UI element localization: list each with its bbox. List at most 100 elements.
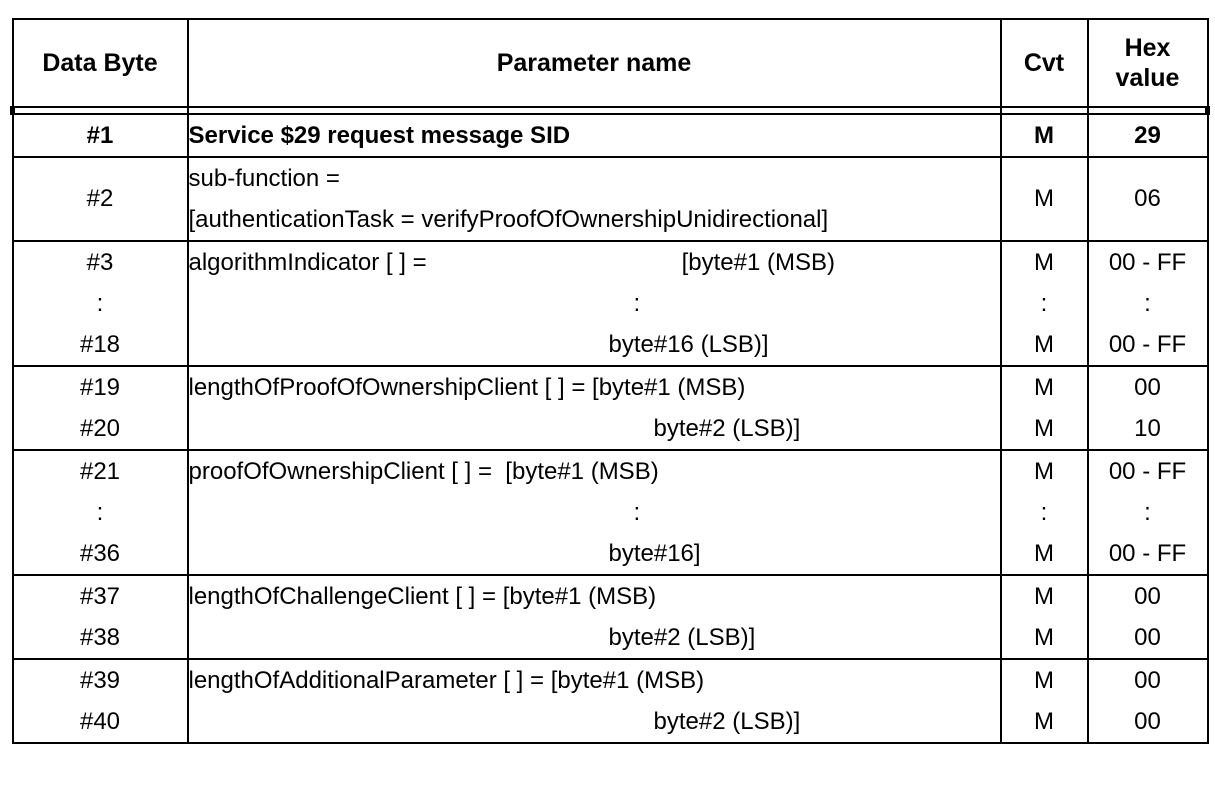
parameter-line: Service $29 request message SID: [188, 122, 571, 149]
cell-hex-value: 00 10: [1086, 365, 1209, 451]
data-byte-line: #20: [79, 415, 121, 442]
data-byte-line: #38: [79, 624, 121, 651]
uds-service-29-request-table: Data Byte Parameter name Cvt Hex value: [10, 18, 1210, 744]
cvt-continuation-dots: :: [1040, 499, 1048, 526]
cell-cvt: M: [999, 113, 1089, 158]
header-double-rule-seg-4: [1086, 106, 1210, 115]
parameter-byte-last: byte#16]: [608, 540, 701, 567]
header-double-rule-seg-2: [186, 106, 1002, 115]
parameter-byte-last: byte#2 (LSB)]: [653, 708, 801, 735]
cell-hex-value: 29: [1086, 113, 1209, 158]
hex-line: 00 - FF: [1108, 458, 1187, 485]
table-row: #37 #38 lengthOfChallengeClient [ ] = [b…: [11, 574, 1209, 660]
parameter-line: proofOfOwnershipClient [ ] = [byte#1 (MS…: [188, 458, 659, 485]
hex-line: 00: [1134, 667, 1161, 694]
hex-continuation-dots: :: [1144, 290, 1151, 317]
data-byte-line: #19: [79, 374, 121, 401]
cvt-line: M: [1034, 583, 1054, 610]
hex-line: 00 - FF: [1108, 249, 1187, 276]
table-row: #39 #40 lengthOfAdditionalParameter [ ] …: [11, 658, 1209, 744]
column-header-hex-value: Hex value: [1086, 18, 1209, 108]
cell-data-byte: #21 : #36: [11, 449, 189, 576]
parameter-line: sub-function =: [188, 165, 340, 192]
parameter-line: [authenticationTask = verifyProofOfOwner…: [188, 206, 829, 233]
header-double-rule-seg-3: [999, 106, 1089, 115]
data-byte-line: #1: [86, 122, 114, 149]
cvt-line: M: [1034, 249, 1054, 276]
data-byte-line: #36: [79, 540, 121, 567]
column-header-cvt: Cvt: [999, 18, 1089, 108]
data-byte-line: #3: [86, 249, 114, 276]
table-row: #21 : #36 proofOfOwnershipClient [ ] = […: [11, 449, 1209, 576]
column-header-data-byte: Data Byte: [11, 18, 189, 108]
data-byte-line: #40: [79, 708, 121, 735]
cell-parameter-name: Service $29 request message SID: [186, 113, 1002, 158]
cell-data-byte: #19 #20: [11, 365, 189, 451]
data-byte-line: #21: [79, 458, 121, 485]
cell-data-byte: #1: [11, 113, 189, 158]
parameter-line: lengthOfProofOfOwnershipClient [ ] = [by…: [188, 374, 746, 401]
cvt-line: M: [1034, 415, 1054, 442]
data-byte-line: #2: [86, 185, 114, 212]
table-row: #1 Service $29 request message SID M 29: [11, 113, 1209, 158]
cvt-line: M: [1034, 185, 1054, 212]
hex-line: 10: [1134, 415, 1161, 442]
cell-parameter-name: lengthOfProofOfOwnershipClient [ ] = [by…: [186, 365, 1002, 451]
data-byte-line: #39: [79, 667, 121, 694]
cvt-continuation-dots: :: [1040, 290, 1048, 317]
header-row: Data Byte Parameter name Cvt Hex value: [11, 18, 1209, 108]
hex-line: 00 - FF: [1108, 331, 1187, 358]
hex-line: 00: [1134, 624, 1161, 651]
cell-cvt: M : M: [999, 449, 1089, 576]
cvt-line: M: [1034, 374, 1054, 401]
cell-hex-value: 06: [1086, 156, 1209, 242]
cell-data-byte: #2: [11, 156, 189, 242]
hex-line: 06: [1134, 185, 1161, 212]
cvt-line: M: [1034, 122, 1054, 149]
cell-cvt: M M: [999, 574, 1089, 660]
cell-hex-value: 00 - FF : 00 - FF: [1086, 449, 1209, 576]
column-header-parameter-name: Parameter name: [186, 18, 1002, 108]
cell-parameter-name: lengthOfChallengeClient [ ] = [byte#1 (M…: [186, 574, 1002, 660]
table-header: Data Byte Parameter name Cvt Hex value: [11, 18, 1209, 108]
header-double-rule-seg-1: [10, 106, 189, 115]
data-byte-line: #18: [79, 331, 121, 358]
table-row: #19 #20 lengthOfProofOfOwnershipClient […: [11, 365, 1209, 451]
cell-hex-value: 00 - FF : 00 - FF: [1086, 240, 1209, 367]
hex-continuation-dots: :: [1144, 499, 1151, 526]
cell-data-byte: #37 #38: [11, 574, 189, 660]
cvt-line: M: [1034, 708, 1054, 735]
cell-hex-value: 00 00: [1086, 658, 1209, 744]
cell-hex-value: 00 00: [1086, 574, 1209, 660]
table-row: #3 : #18 algorithmIndicator [ ] = [byte#1…: [11, 240, 1209, 367]
cell-data-byte: #3 : #18: [11, 240, 189, 367]
cell-parameter-name: algorithmIndicator [ ] =[byte#1 (MSB) : …: [186, 240, 1002, 367]
data-byte-line: #37: [79, 583, 121, 610]
cvt-line: M: [1034, 540, 1054, 567]
cell-cvt: M M: [999, 365, 1089, 451]
parameter-label: algorithmIndicator [ ] =: [188, 249, 427, 276]
cell-parameter-name: lengthOfAdditionalParameter [ ] = [byte#…: [186, 658, 1002, 744]
column-header-hex-value-line1: Hex: [1124, 34, 1171, 62]
cell-data-byte: #39 #40: [11, 658, 189, 744]
parameter-continuation-dots: :: [633, 499, 641, 526]
parameter-continuation-dots: :: [633, 290, 641, 317]
data-byte-continuation-dots: :: [96, 290, 104, 317]
column-header-hex-value-line2: value: [1115, 64, 1180, 92]
cvt-line: M: [1034, 624, 1054, 651]
cell-cvt: M: [999, 156, 1089, 242]
header-double-rule: [10, 106, 1210, 115]
data-byte-continuation-dots: :: [96, 499, 104, 526]
cell-parameter-name: proofOfOwnershipClient [ ] = [byte#1 (MS…: [186, 449, 1002, 576]
parameter-line: algorithmIndicator [ ] = [byte#1 (MSB): [189, 242, 1000, 283]
cvt-line: M: [1034, 458, 1054, 485]
table-body: #1 Service $29 request message SID M 29 …: [10, 106, 1210, 744]
cell-parameter-name: sub-function = [authenticationTask = ver…: [186, 156, 1002, 242]
parameter-byte-first: [byte#1 (MSB): [681, 249, 836, 276]
hex-line: 00 - FF: [1108, 540, 1187, 567]
parameter-byte-last: byte#16 (LSB)]: [608, 331, 769, 358]
hex-line: 00: [1134, 583, 1161, 610]
parameter-line: lengthOfAdditionalParameter [ ] = [byte#…: [188, 667, 705, 694]
cvt-line: M: [1034, 331, 1054, 358]
